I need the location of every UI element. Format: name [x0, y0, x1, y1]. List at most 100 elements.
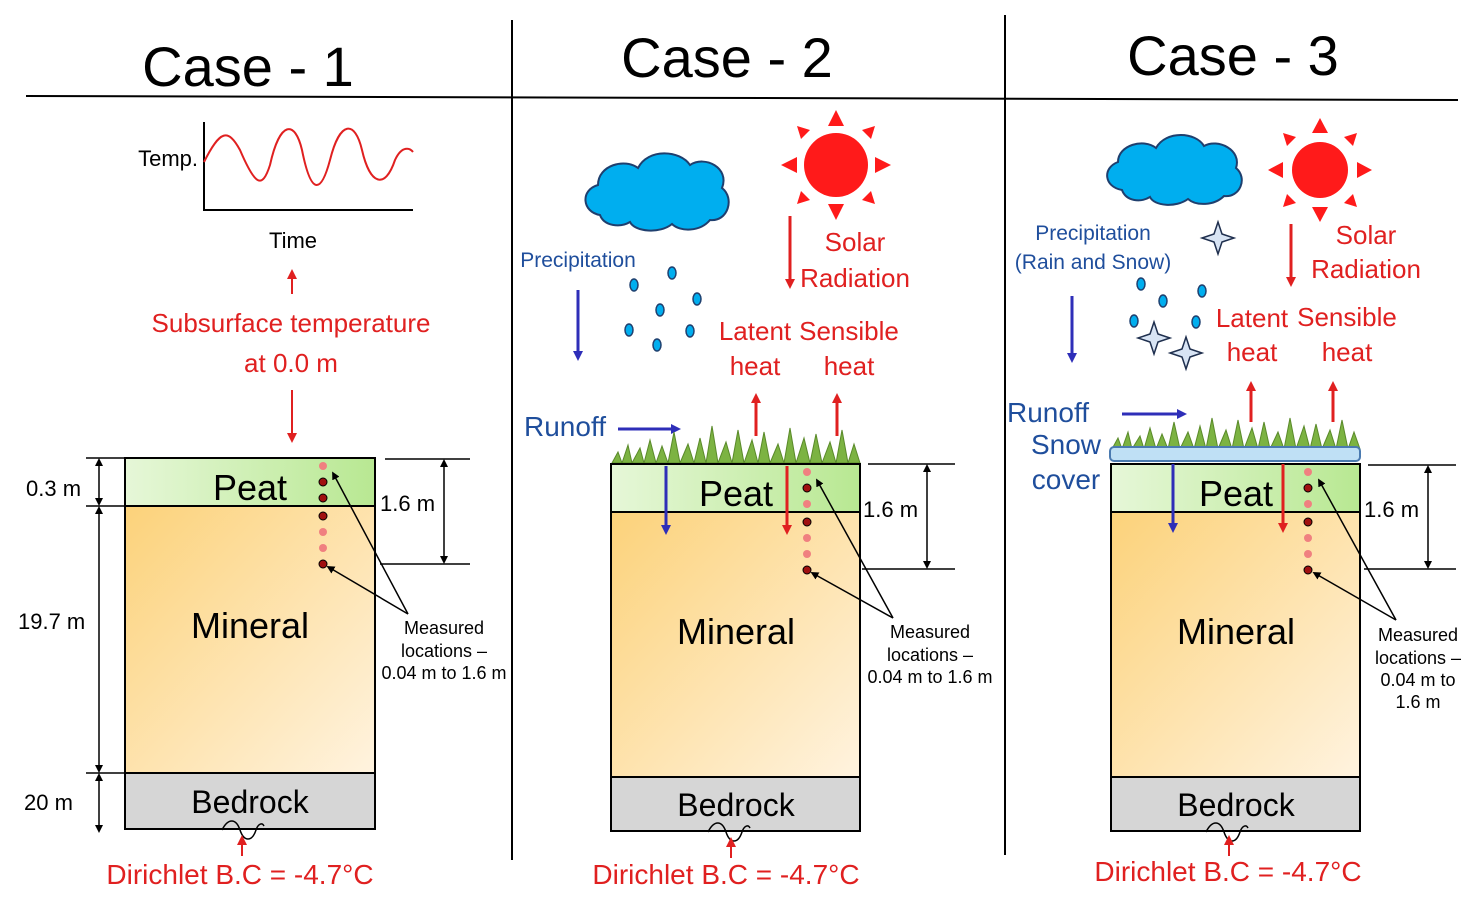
peat-layer — [124, 457, 376, 507]
measurement-point — [803, 500, 811, 508]
latent-label-2: heat — [1227, 337, 1278, 367]
runoff-label: Runoff — [1007, 397, 1089, 428]
measurement-point — [1304, 468, 1312, 476]
precipitation-label-2: (Rain and Snow) — [1015, 251, 1171, 274]
measured-text-2: locations – — [1375, 648, 1461, 668]
grass — [1111, 417, 1361, 451]
measured-text-3: 0.04 m to 1.6 m — [381, 663, 506, 683]
graph-axes — [203, 122, 413, 211]
measured-text-4: 1.6 m — [1395, 692, 1440, 712]
temperature-graph: Temp. Time — [138, 122, 414, 253]
snow-cover-label-1: Snow — [1031, 429, 1102, 460]
snowflake-icon — [1167, 334, 1205, 372]
peat-label: Peat — [699, 473, 773, 514]
measurement-point — [318, 559, 328, 569]
latent-label-1: Latent — [719, 316, 792, 346]
precipitation-label: Precipitation — [520, 249, 636, 272]
measurement-point — [803, 550, 811, 558]
bedrock-layer — [124, 772, 376, 830]
boundary-label: Dirichlet B.C = -4.7°C — [1094, 856, 1361, 887]
surface-temp-label-2: at 0.0 m — [244, 348, 338, 378]
grass — [611, 425, 861, 465]
title-underline — [25, 95, 1459, 101]
snowflake-icon — [1199, 219, 1237, 257]
boundary-label: Dirichlet B.C = -4.7°C — [592, 859, 859, 890]
snowflake-icon — [1135, 319, 1173, 357]
precipitation-label-1: Precipitation — [1035, 222, 1151, 245]
case-1-title: Case - 1 — [142, 35, 354, 98]
peat-label: Peat — [1199, 473, 1273, 514]
pointer-line — [326, 565, 409, 615]
bedrock-label: Bedrock — [1177, 787, 1295, 823]
mineral-depth-label: 19.7 m — [18, 609, 85, 634]
measured-text-1: Measured — [404, 618, 484, 638]
case-1: Case - 1 Temp. Time Subsurface temperatu… — [18, 35, 507, 890]
mineral-layer — [1110, 511, 1361, 778]
case-2: Case - 2 Precipitation Solar — [520, 26, 992, 890]
measured-text-1: Measured — [890, 622, 970, 642]
temperature-curve — [203, 127, 414, 186]
sensible-label-2: heat — [1322, 337, 1373, 367]
bedrock-layer — [1110, 776, 1361, 832]
solar-label-2: Radiation — [800, 263, 910, 293]
snow-cover-layer — [1109, 446, 1361, 462]
measurement-point — [1303, 517, 1313, 527]
measured-text-3: 0.04 m to 1.6 m — [867, 667, 992, 687]
boundary-label: Dirichlet B.C = -4.7°C — [106, 859, 373, 890]
measurement-point — [319, 544, 327, 552]
surface-temp-label-1: Subsurface temperature — [152, 308, 431, 338]
measurement-points — [1303, 468, 1313, 575]
measurement-point — [319, 462, 327, 470]
bedrock-break — [221, 820, 265, 840]
solar-label-1: Solar — [1336, 220, 1397, 250]
measurement-point — [1303, 483, 1313, 493]
measured-depth-label: 1.6 m — [863, 497, 918, 522]
sensible-label-1: Sensible — [799, 316, 899, 346]
measurement-point — [802, 483, 812, 493]
measurement-point — [1304, 534, 1312, 542]
case-2-title: Case - 2 — [621, 26, 833, 89]
cloud-icon — [584, 152, 730, 232]
snowflake-icons — [1135, 219, 1237, 372]
rain-drops — [624, 266, 702, 352]
measurement-point — [319, 528, 327, 536]
measured-depth-label: 1.6 m — [380, 491, 435, 516]
measured-depth-label: 1.6 m — [1364, 497, 1419, 522]
peat-depth-label: 0.3 m — [26, 476, 81, 501]
runoff-label: Runoff — [524, 411, 606, 442]
bedrock-depth-label: 20 m — [24, 790, 73, 815]
snow-cover-label-2: cover — [1032, 464, 1100, 495]
graph-xlabel: Time — [269, 228, 317, 253]
pointer-line — [816, 478, 894, 619]
rain-drops — [1129, 277, 1207, 329]
bedrock-label: Bedrock — [677, 787, 795, 823]
measurement-point — [318, 477, 328, 487]
measurement-point — [1304, 550, 1312, 558]
measured-text-3: 0.04 m to — [1380, 670, 1455, 690]
pointer-line — [810, 572, 894, 619]
measured-text-2: locations – — [887, 645, 973, 665]
measurement-point — [802, 517, 812, 527]
sensible-label-2: heat — [824, 351, 875, 381]
measurement-points — [802, 468, 812, 575]
sun-icon — [781, 110, 891, 220]
bedrock-layer — [610, 776, 861, 832]
measured-text-2: locations – — [401, 641, 487, 661]
pointer-line — [332, 471, 409, 615]
bedrock-label: Bedrock — [191, 784, 309, 820]
latent-label-2: heat — [730, 351, 781, 381]
solar-label-1: Solar — [825, 227, 886, 257]
case-3: Case - 3 Precipitation (Rain and Snow) — [1007, 24, 1461, 887]
latent-label-1: Latent — [1216, 303, 1289, 333]
measurement-points — [318, 462, 328, 569]
case-3-title: Case - 3 — [1127, 24, 1339, 87]
peat-layer — [610, 463, 861, 513]
measurement-point — [802, 565, 812, 575]
pointer-line — [1318, 478, 1397, 621]
sun-icon — [1268, 118, 1372, 222]
measurement-point — [803, 534, 811, 542]
peat-layer — [1110, 463, 1361, 513]
peat-label: Peat — [213, 467, 287, 508]
measurement-point — [1304, 500, 1312, 508]
